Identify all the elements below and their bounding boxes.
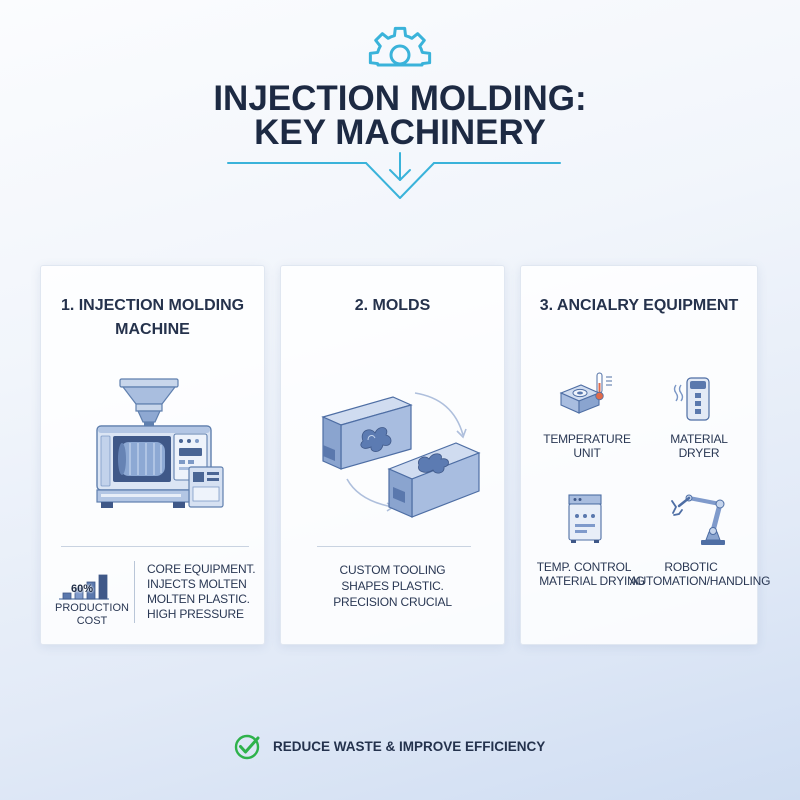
card-title: 2. MOLDS <box>281 294 504 318</box>
injection-molding-machine-icon <box>96 378 224 508</box>
vertical-divider <box>134 561 135 623</box>
label-line: TEMPERATURE <box>543 432 631 446</box>
divider <box>317 546 471 547</box>
stat-label-line: PRODUCTION <box>55 602 129 614</box>
card-ancillary-equipment: 3. ANCIALRY EQUIPMENT TEMPERATURE UNIT M… <box>520 265 770 645</box>
label-line: MATERIAL <box>670 432 728 446</box>
card-title: 1. INJECTION MOLDING MACHINE <box>41 294 264 342</box>
stat-value: 60% <box>71 583 94 595</box>
equipment-label-automation-handling: AUTOMATION/HANDLING <box>629 574 771 588</box>
footer-message: REDUCE WASTE & IMPROVE EFFICIENCY <box>273 739 546 754</box>
description-line: SHAPES PLASTIC. <box>341 579 444 593</box>
description-line: CUSTOM TOOLING <box>339 563 446 577</box>
description-line: INJECTS MOLTEN <box>147 577 247 591</box>
gear-icon <box>368 26 432 67</box>
temp-control-icon <box>568 494 602 543</box>
title-line-2: KEY MACHINERY <box>254 113 546 152</box>
card-description: CORE EQUIPMENT. INJECTS MOLTEN MOLTEN PL… <box>147 562 256 622</box>
label-line: UNIT <box>573 446 601 460</box>
page-title: INJECTION MOLDING: KEY MACHINERY <box>0 79 800 152</box>
equipment-label-temp-control: TEMP. CONTROL <box>536 560 632 574</box>
card-title-line: MACHINE <box>115 321 190 338</box>
stat-label: PRODUCTION COST <box>53 602 131 628</box>
bar-chart-icon <box>59 574 109 600</box>
material-dryer-icon <box>673 377 710 421</box>
card-title-line: 2. MOLDS <box>354 297 431 314</box>
description-line: PRECISION CRUCIAL <box>333 595 452 609</box>
card-molds: 2. MOLDS CUSTOM TOOLING SHAPES PLASTIC. … <box>280 265 505 645</box>
description-line: HIGH PRESSURE <box>147 607 244 621</box>
label-line: DRYER <box>678 446 720 460</box>
divider <box>61 546 249 547</box>
stat-label-line: COST <box>76 615 108 627</box>
card-title: 3. ANCIALRY EQUIPMENT <box>521 294 757 318</box>
equipment-label-robotic: ROBOTIC <box>664 560 718 574</box>
description-line: CORE EQUIPMENT. <box>147 562 256 576</box>
checkmark-circle-icon <box>234 734 260 760</box>
card-2-artwork <box>321 392 481 518</box>
equipment-label-material-drying: MATERIAL DRYING <box>539 574 645 588</box>
header-decoration <box>227 26 561 199</box>
equipment-label-material-dryer: MATERIAL DRYER <box>649 432 749 460</box>
robotic-arm-icon <box>671 494 725 545</box>
card-description: CUSTOM TOOLING SHAPES PLASTIC. PRECISION… <box>281 562 504 610</box>
description-line: MOLTEN PLASTIC. <box>147 592 250 606</box>
mold-halves-icon <box>321 392 481 518</box>
down-arrow-icon <box>227 152 561 199</box>
temperature-unit-icon <box>559 372 612 414</box>
card-3-artwork <box>559 372 725 545</box>
equipment-label-temperature-unit: TEMPERATURE UNIT <box>527 432 647 460</box>
card-1-artwork <box>59 378 224 600</box>
card-injection-molding-machine: 1. INJECTION MOLDING MACHINE 60% PRODUCT… <box>40 265 265 645</box>
card-title-line: 1. INJECTION MOLDING <box>60 297 245 314</box>
title-line-1: INJECTION MOLDING: <box>213 79 587 118</box>
card-title-line: 3. ANCIALRY EQUIPMENT <box>539 297 739 314</box>
